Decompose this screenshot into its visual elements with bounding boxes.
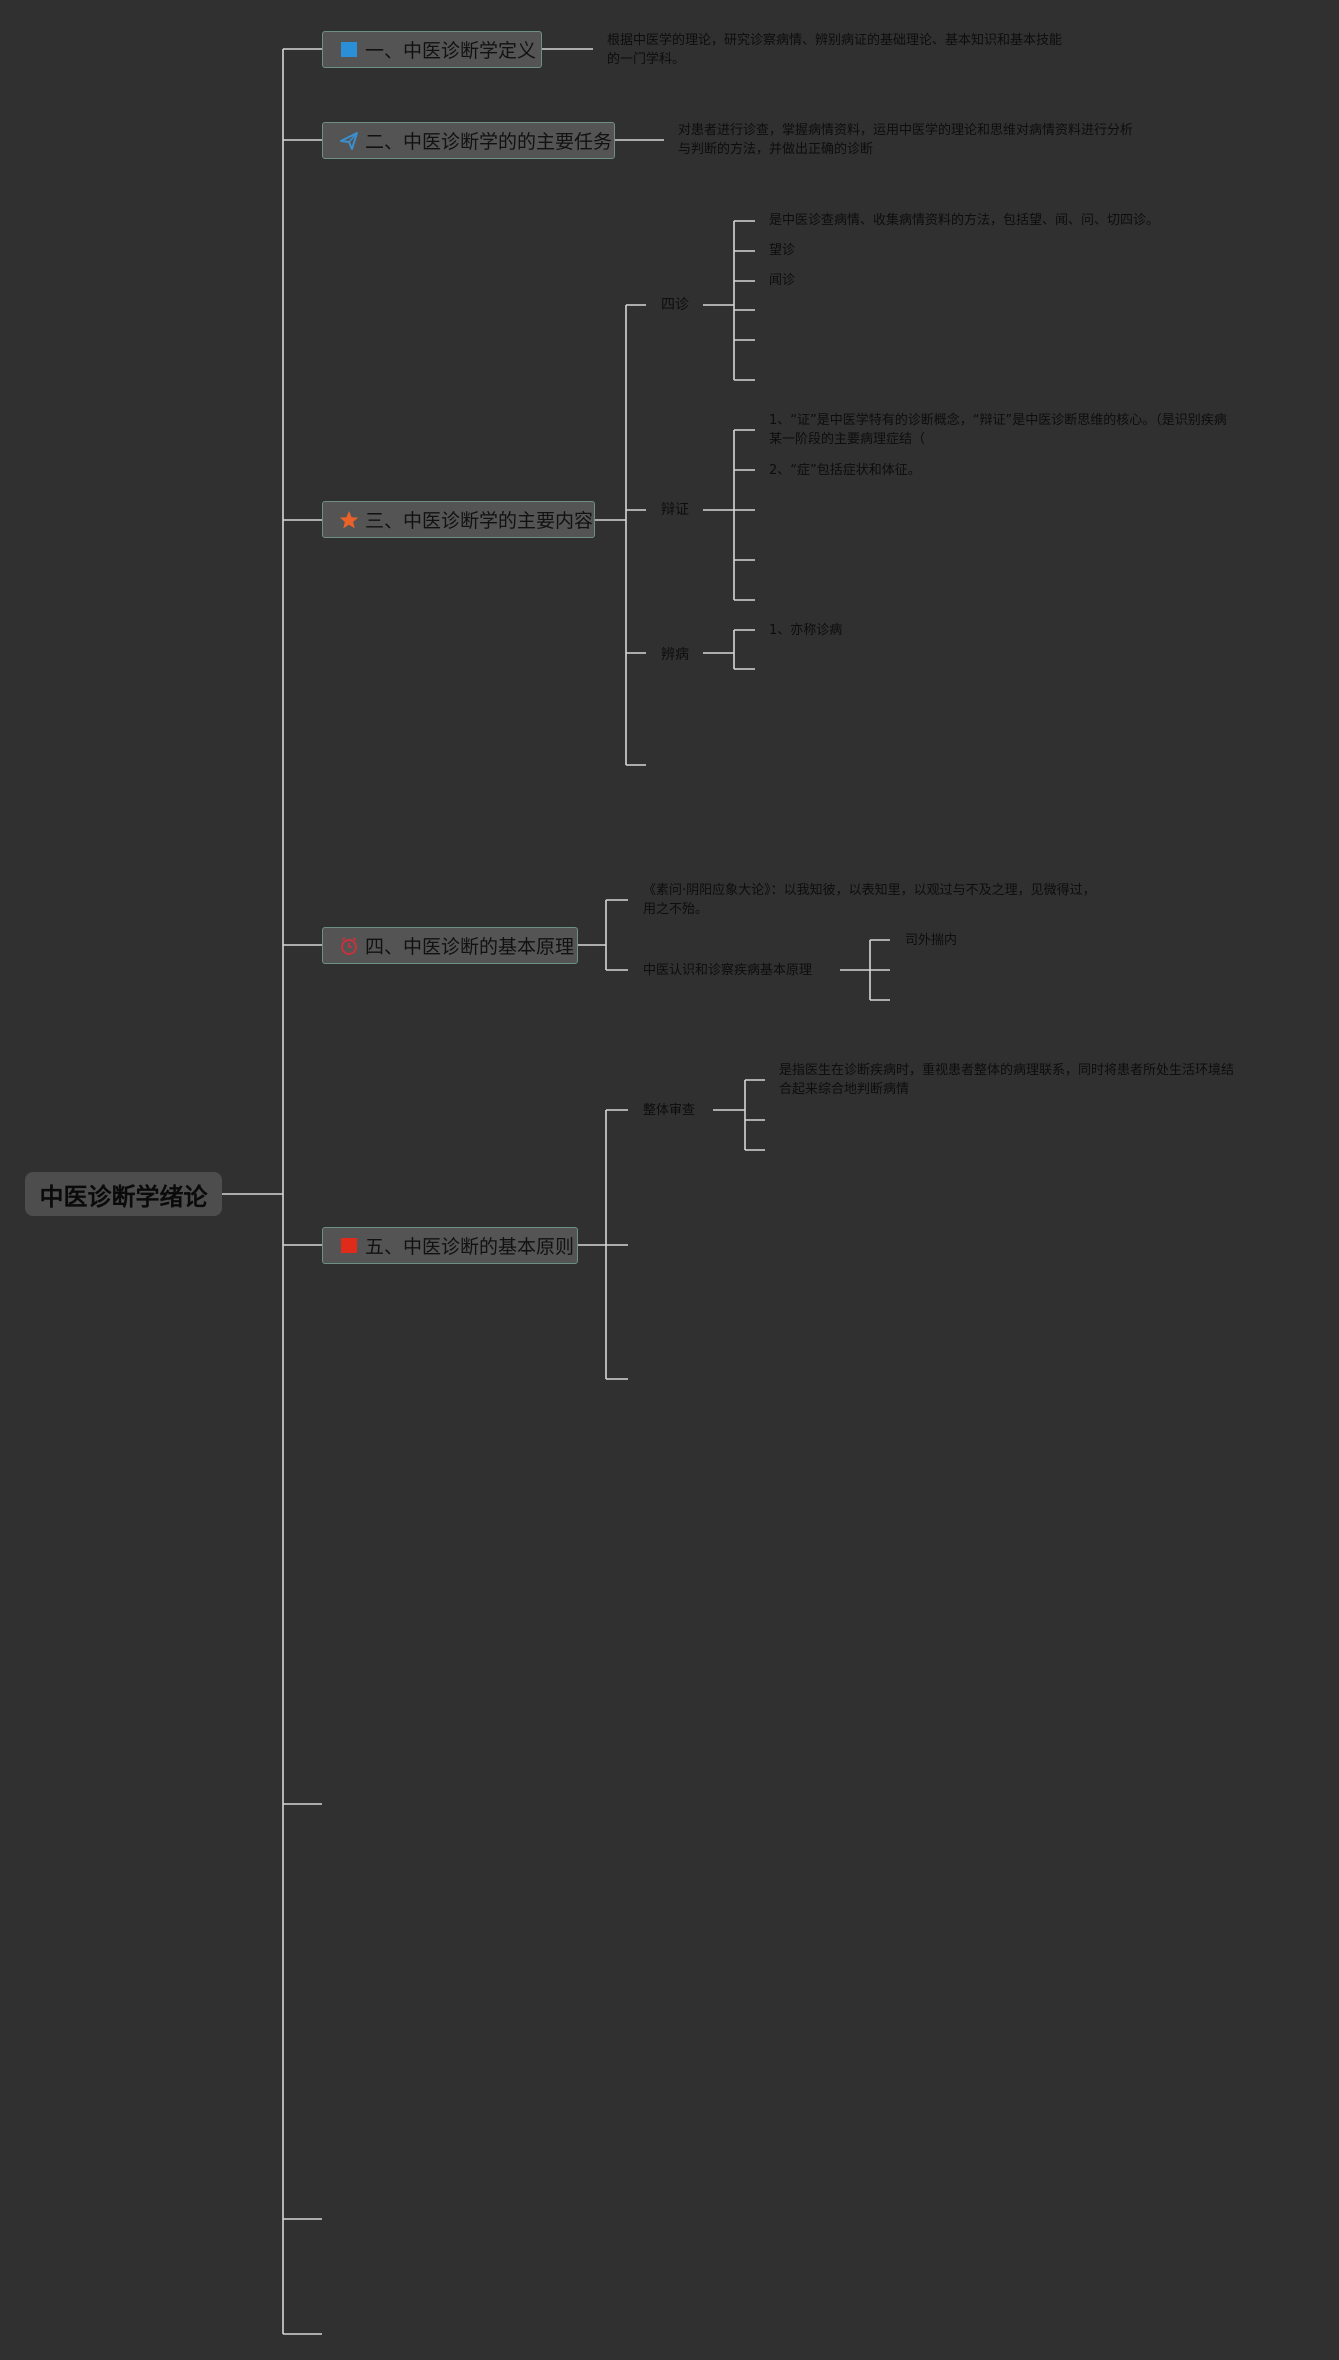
sizhen-item[interactable]: 是中医诊查病情、收集病情资料的方法，包括望、闻、问、切四诊。: [769, 213, 1160, 228]
branch-topic-basic-rules[interactable]: 五、中医诊断的基本原则: [322, 1227, 578, 1264]
zhengti-item[interactable]: 是指医生在诊断疾病时，重视患者整体的病理联系，同时将患者所处生活环境结 合起来综…: [779, 1063, 1235, 1097]
suwen-quote[interactable]: 《素问·阴阳应象大论》：以我知彼，以表知里，以观过与不及之理，见微得过， 用之不…: [643, 883, 1096, 917]
principle-topic[interactable]: 中医认识和诊察疾病基本原理: [643, 963, 813, 978]
branch-label: 五、中医诊断的基本原则: [365, 1236, 575, 1258]
branch-label: 四、中医诊断的基本原理: [365, 936, 575, 958]
branch-label: 一、中医诊断学定义: [365, 40, 537, 62]
branch-topic-definition[interactable]: 一、中医诊断学定义: [322, 31, 542, 68]
sizhen-item[interactable]: 望诊: [769, 243, 796, 258]
principle-item[interactable]: 司外揣内: [905, 933, 958, 948]
branch-topic-main-content[interactable]: 三、中医诊断学的主要内容: [322, 501, 595, 538]
branch-topic-main-tasks[interactable]: 二、中医诊断学的的主要任务: [322, 122, 615, 159]
blue-flag-icon: [339, 40, 359, 60]
main-tasks-text[interactable]: 对患者进行诊查，掌握病情资料，运用中医学的理论和思维对病情资料进行分析 与判断的…: [678, 123, 1134, 157]
zhengti-topic[interactable]: 整体审查: [643, 1103, 696, 1118]
branch-label: 三、中医诊断学的主要内容: [365, 510, 594, 532]
root-topic[interactable]: 中医诊断学绪论: [25, 1172, 222, 1216]
red-flag-icon: [339, 1236, 359, 1256]
branch-label: 二、中医诊断学的的主要任务: [365, 131, 613, 153]
branch-topic-basic-principle[interactable]: 四、中医诊断的基本原理: [322, 927, 578, 964]
bianzheng-topic[interactable]: 辩证: [661, 502, 689, 518]
sizhen-item[interactable]: 闻诊: [769, 273, 796, 288]
paper-plane-icon: [339, 131, 359, 151]
sizhen-topic[interactable]: 四诊: [661, 297, 689, 313]
star-icon: [339, 510, 359, 530]
bianbing-item[interactable]: 1、亦称诊病: [769, 623, 843, 638]
bianzheng-item[interactable]: 1、“证”是中医学特有的诊断概念，“辩证”是中医诊断思维的核心。（是识别疾病 某…: [769, 413, 1227, 447]
bianbing-topic[interactable]: 辨病: [661, 647, 689, 663]
definition-text[interactable]: 根据中医学的理论，研究诊察病情、辨别病证的基础理论、基本知识和基本技能 的一门学…: [607, 33, 1063, 67]
bianzheng-item[interactable]: 2、“症”包括症状和体征。: [769, 463, 921, 478]
red-alarm-clock-icon: [339, 936, 359, 956]
